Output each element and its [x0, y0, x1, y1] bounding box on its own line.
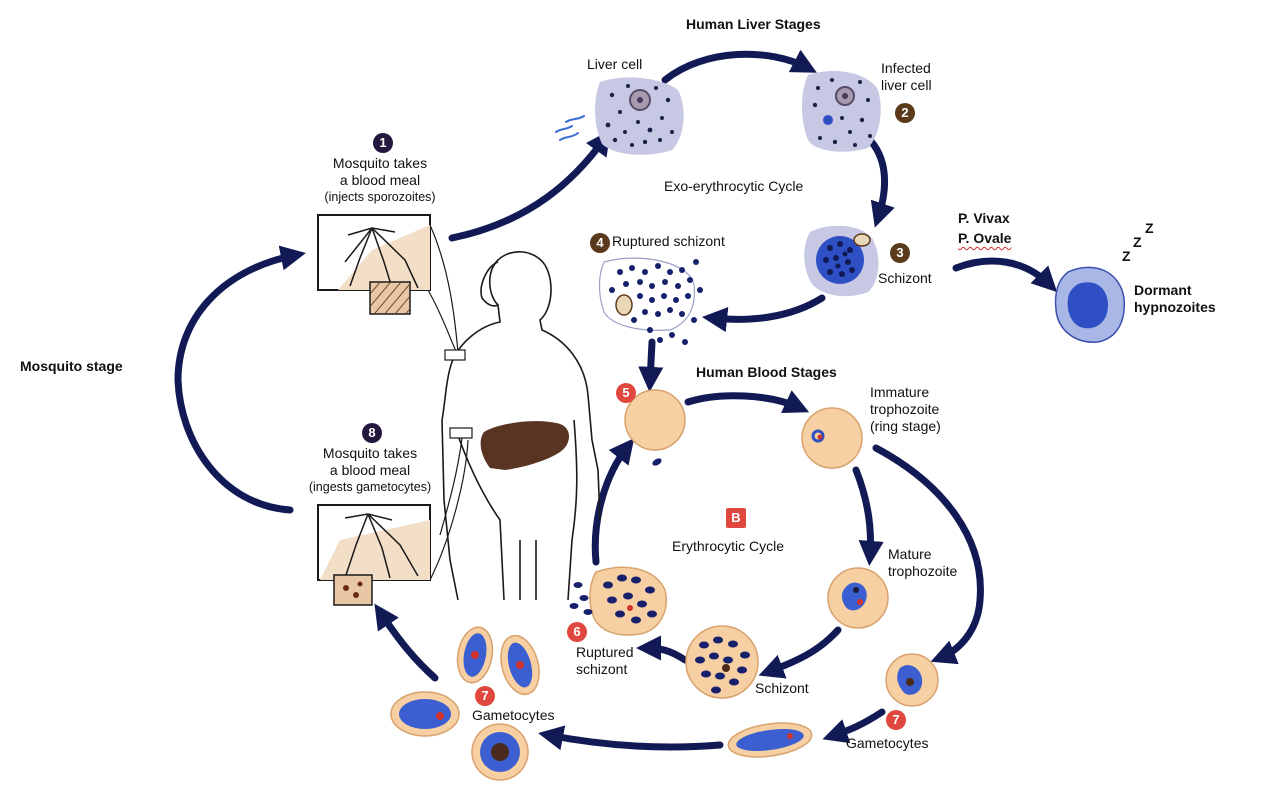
arrow-gametocytes-to-mosquito [374, 603, 439, 682]
step-1-badge: 1 [373, 133, 393, 153]
young-gametocyte-cell [885, 653, 939, 707]
step-2-badge: 2 [895, 103, 915, 123]
immature-line3: (ring stage) [870, 418, 941, 434]
cycle-arrows [174, 49, 1058, 751]
mosquito-panel-top [317, 214, 431, 315]
blood-schizont-label: Schizont [755, 680, 809, 696]
mosquito-stage-title: Mosquito stage [20, 358, 123, 374]
species-ovale: P. Ovale [958, 230, 1012, 246]
step-8-badge: 8 [362, 423, 382, 443]
step-1-line3: (injects sporozoites) [324, 190, 436, 204]
step-7b-badge: 7 [886, 710, 906, 730]
arrow-ruptured-to-rbc [591, 438, 635, 566]
liver-cell-label: Liver cell [587, 56, 643, 72]
arrow-schizont-to-ruptured-blood [635, 635, 689, 664]
gametocyte-cluster [390, 626, 540, 781]
sleep-z-3: Z [1145, 220, 1154, 236]
step-2-line2: liver cell [881, 77, 932, 93]
sleep-z-1: Z [1122, 248, 1131, 264]
infected-liver-cell [802, 70, 881, 152]
erythrocytic-cycle-badge: B [726, 508, 746, 528]
immature-trophozoite-cell [801, 407, 863, 469]
dormant-line1: Dormant [1134, 282, 1192, 298]
arrow-schizont-to-hypnozoite [952, 257, 1058, 293]
arrow-rbc-to-ring [684, 390, 810, 414]
immature-line1: Immature [870, 384, 930, 400]
liver-organ-icon [480, 421, 569, 470]
red-blood-cell-merozoite [624, 389, 686, 466]
arrow-merozoites-to-rbc [638, 338, 664, 393]
step-7a-badge: 7 [475, 686, 495, 706]
arrow-elongated-to-gametocytes [538, 725, 724, 751]
mature-trophozoite-label: Mature trophozoite [888, 546, 957, 580]
step-1-line1: Mosquito takes [332, 155, 428, 171]
arrow-mature-to-schizont [758, 626, 842, 679]
step-3-label: Schizont [878, 270, 932, 286]
step-5-badge: 5 [616, 383, 636, 403]
arrow-schizont-to-ruptured [701, 294, 826, 333]
step-8-line3: (ingests gametocytes) [308, 480, 432, 494]
dormant-line2: hypnozoites [1134, 299, 1216, 315]
step-1-label: Mosquito takes a blood meal (injects spo… [300, 155, 460, 206]
species-vivax: P. Vivax [958, 210, 1010, 226]
exo-erythrocytic-cycle-label: Exo-erythrocytic Cycle [664, 178, 804, 194]
immature-trophozoite-label: Immature trophozoite (ring stage) [870, 384, 941, 435]
ruptured-liver-schizont [598, 257, 703, 345]
step-6-line1: Ruptured [576, 644, 634, 660]
mature-line1: Mature [888, 546, 932, 562]
erythrocytic-cycle-label: Erythrocytic Cycle [672, 538, 785, 554]
step-6-line2: schizont [576, 661, 628, 677]
arrow-ring-to-gametocyte [872, 444, 984, 665]
arrow-injection-to-liver [448, 129, 611, 242]
bite-site-upper [444, 349, 466, 361]
arrow-gametocyte-to-elongated [822, 708, 886, 744]
step-8-label: Mosquito takes a blood meal (ingests gam… [290, 445, 450, 496]
arrow-mosquito-stage-loop [174, 245, 306, 514]
dormant-hypnozoites-label: Dormant hypnozoites [1134, 282, 1216, 316]
step-7b-label: Gametocytes [846, 735, 929, 751]
arrow-infected-to-schizont [864, 134, 895, 228]
step-4-label: Ruptured schizont [612, 233, 725, 249]
arrow-ring-to-mature [852, 466, 884, 567]
step-1-line2: a blood meal [339, 172, 421, 188]
arrow-liver-cell-to-infected [661, 49, 817, 84]
sporozoites-icon [555, 115, 585, 141]
liver-cell [595, 77, 684, 155]
liver-stages-title: Human Liver Stages [686, 16, 821, 32]
step-6-label: Ruptured schizont [576, 644, 634, 678]
mosquito-panel-bottom [317, 504, 431, 606]
immature-line2: trophozoite [870, 401, 940, 417]
step-4-badge: 4 [590, 233, 610, 253]
step-8-line1: Mosquito takes [322, 445, 418, 461]
mature-trophozoite-cell [827, 567, 889, 629]
blood-stages-title: Human Blood Stages [696, 364, 837, 380]
elongated-gametocyte-cell [727, 722, 813, 758]
step-6-badge: 6 [567, 622, 587, 642]
step-8-line2: a blood meal [329, 462, 411, 478]
mosquito-connector-lines [427, 224, 473, 581]
step-3-badge: 3 [890, 243, 910, 263]
step-2-line1: Infected [881, 60, 931, 76]
ruptured-blood-schizont-cell [569, 566, 667, 636]
step-2-label: Infected liver cell [881, 60, 932, 94]
bite-site-lower [449, 427, 473, 439]
liver-schizont [804, 225, 879, 297]
dormant-hypnozoite-cell [1054, 266, 1126, 343]
sleep-z-2: Z [1133, 234, 1142, 250]
mature-line2: trophozoite [888, 563, 958, 579]
blood-schizont-cell [685, 625, 759, 699]
step-7a-label: Gametocytes [472, 707, 555, 723]
